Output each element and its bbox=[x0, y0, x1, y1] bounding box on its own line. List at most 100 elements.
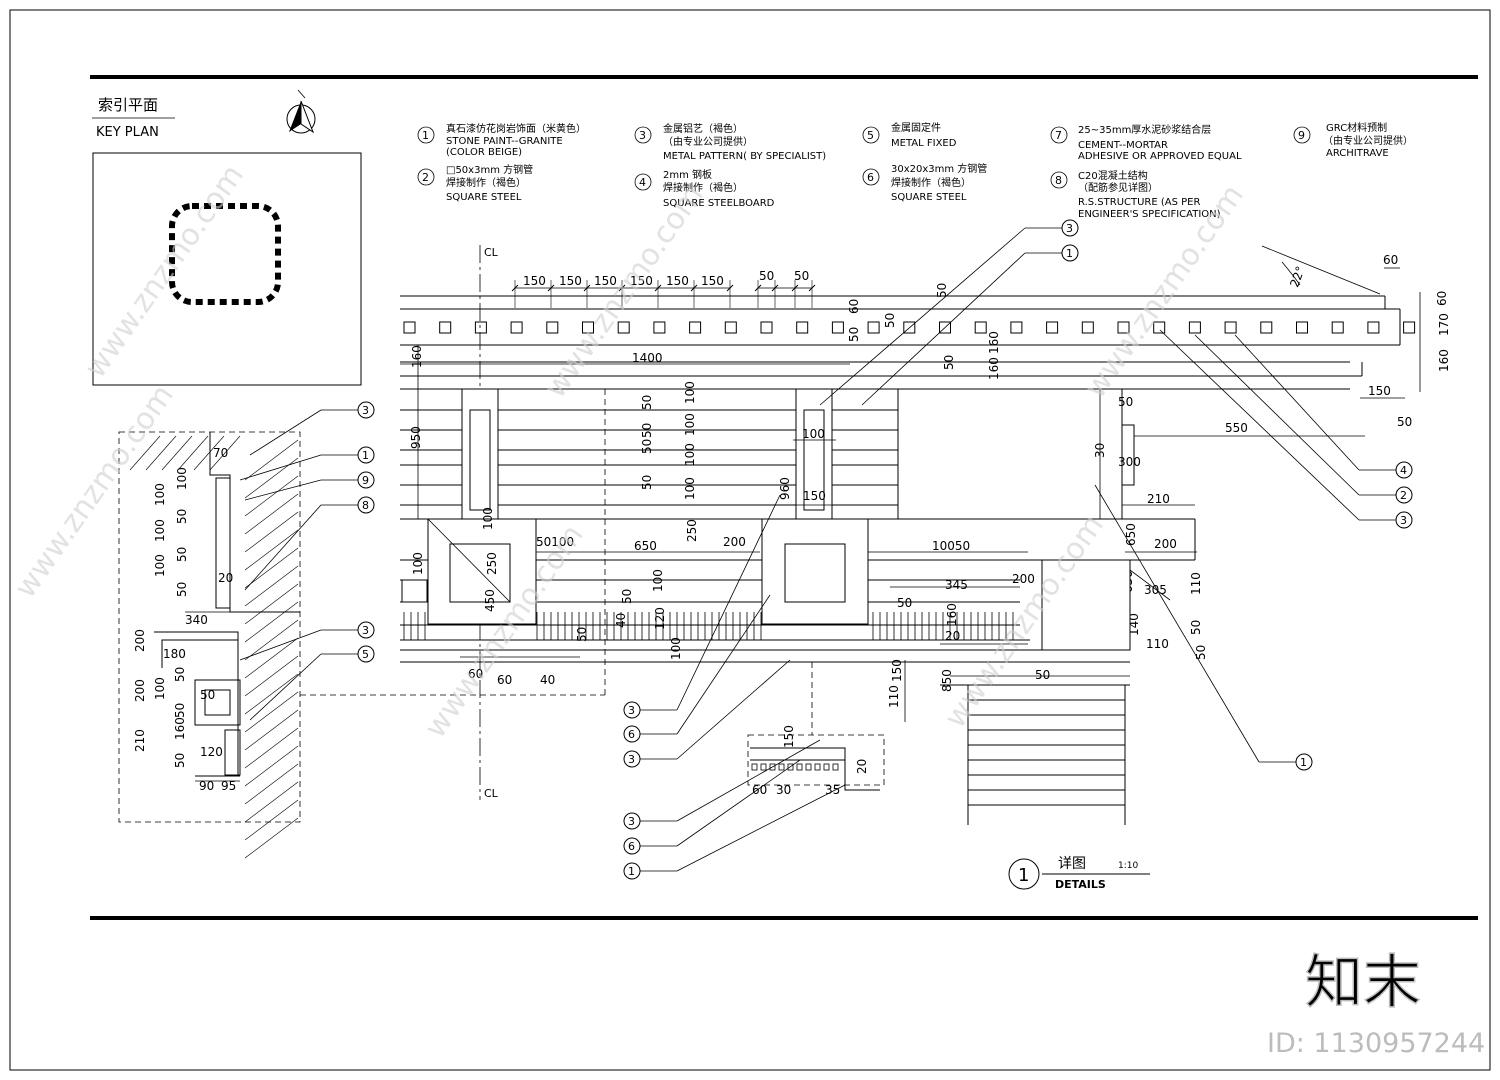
beam-hole bbox=[867, 321, 880, 334]
callout-circle bbox=[623, 701, 641, 719]
beam-hole bbox=[974, 321, 987, 334]
callout-number: 3 bbox=[628, 704, 635, 717]
svg-text:450: 450 bbox=[483, 589, 497, 612]
svg-text:50: 50 bbox=[883, 313, 897, 328]
legend-num-3: 3 bbox=[639, 129, 646, 142]
callout-number: 6 bbox=[628, 840, 635, 853]
beam-hole bbox=[653, 321, 666, 334]
sec-dim-120: 120 bbox=[200, 745, 223, 759]
svg-text:100: 100 bbox=[175, 467, 189, 490]
dim-1400: 1400 bbox=[632, 351, 663, 365]
callout-leader bbox=[244, 479, 322, 501]
callout-number: 9 bbox=[362, 474, 369, 487]
legend-1-en2: (COLOR BEIGE) bbox=[446, 147, 522, 158]
hatch-line bbox=[244, 583, 299, 625]
callout-number: 1 bbox=[1066, 247, 1073, 260]
dim-top-2: 150 bbox=[559, 274, 582, 288]
dim-right-160: 160 bbox=[1437, 349, 1451, 372]
beam-hole bbox=[546, 321, 559, 334]
callout-number: 3 bbox=[628, 815, 635, 828]
svg-text:200: 200 bbox=[1012, 572, 1035, 586]
legend-num-6: 6 bbox=[867, 171, 874, 184]
svg-text:200: 200 bbox=[723, 535, 746, 549]
svg-text:100: 100 bbox=[153, 554, 167, 577]
legend-2-en1: SQUARE STEEL bbox=[446, 192, 522, 203]
callout-leader bbox=[1094, 484, 1260, 763]
callout-circle bbox=[623, 837, 641, 855]
title-scale: 1:10 bbox=[1118, 861, 1138, 871]
legend-6-cn2: 焊接制作（褐色） bbox=[891, 176, 971, 189]
hatch-line bbox=[244, 709, 299, 751]
hatch-line bbox=[244, 601, 299, 643]
callout-leader bbox=[1159, 329, 1360, 521]
dim-top-6: 150 bbox=[701, 274, 724, 288]
svg-text:50: 50 bbox=[175, 582, 189, 597]
legend-9-cn: GRC材料预制 bbox=[1326, 121, 1387, 134]
dim-60-a: 60 bbox=[497, 673, 512, 687]
dim-top-5: 150 bbox=[666, 274, 689, 288]
svg-text:200: 200 bbox=[133, 679, 147, 702]
callout-circle bbox=[357, 471, 375, 489]
plan-detail: CL CL 150 150 150 150 150 150 50 50 60 2… bbox=[300, 245, 1451, 825]
legend-8-en1: R.S.STRUCTURE (AS PER bbox=[1078, 197, 1200, 208]
hatch-line bbox=[244, 529, 299, 571]
dim-650-left: 650 bbox=[634, 539, 657, 553]
beam-hole bbox=[1296, 321, 1308, 334]
beam-hole bbox=[617, 321, 630, 334]
beam-hole bbox=[582, 321, 594, 334]
centerline-bottom: CL bbox=[484, 787, 499, 800]
svg-text:50: 50 bbox=[640, 423, 654, 438]
legend-7-cn: 25~35mm厚水泥砂浆结合层 bbox=[1078, 123, 1211, 136]
beam-hole bbox=[1367, 321, 1380, 334]
svg-text:50: 50 bbox=[173, 703, 187, 718]
legend-3-en1: METAL PATTERN( BY SPECIALIST) bbox=[663, 151, 826, 162]
svg-text:50: 50 bbox=[640, 439, 654, 454]
beam-hole bbox=[1010, 321, 1023, 334]
legend-9-en1: ARCHITRAVE bbox=[1326, 148, 1389, 159]
key-plan-outline bbox=[169, 203, 281, 305]
small-detail: 150 60 30 35 20 bbox=[747, 725, 885, 797]
legend-num-7: 7 bbox=[1055, 129, 1062, 142]
key-plan-frame bbox=[92, 152, 362, 386]
svg-text:50: 50 bbox=[935, 283, 949, 298]
sec-dim-180: 180 bbox=[163, 647, 186, 661]
svg-text:50: 50 bbox=[175, 509, 189, 524]
svg-text:50: 50 bbox=[575, 627, 589, 642]
svg-text:www.znzmo.com: www.znzmo.com bbox=[538, 178, 711, 404]
hatch-line bbox=[244, 727, 299, 769]
svg-text:250: 250 bbox=[685, 519, 699, 542]
dim-450: 345 bbox=[945, 578, 968, 592]
svg-text:150: 150 bbox=[782, 725, 796, 748]
svg-text:50: 50 bbox=[1118, 395, 1133, 409]
callout-circle bbox=[1295, 753, 1313, 771]
svg-text:250: 250 bbox=[485, 552, 499, 575]
callout-number: 5 bbox=[362, 648, 369, 661]
svg-text:120: 120 bbox=[653, 607, 667, 630]
dim-top-8: 50 bbox=[794, 269, 809, 283]
callout-number: 2 bbox=[1400, 489, 1407, 502]
hatch-line bbox=[244, 547, 299, 589]
dim-960: 550 bbox=[1225, 421, 1248, 435]
legend-2-cn2: 焊接制作（褐色） bbox=[446, 176, 526, 189]
callout-leader bbox=[249, 653, 322, 721]
beam-hole bbox=[724, 321, 737, 334]
legend-4-cn: 2mm 钢板 bbox=[663, 168, 712, 181]
hatch-line bbox=[244, 763, 299, 805]
hatch-line bbox=[209, 435, 241, 471]
svg-text:300: 300 bbox=[1118, 455, 1141, 469]
svg-text:50: 50 bbox=[200, 688, 215, 702]
callout-leader bbox=[676, 759, 801, 847]
hatch-line bbox=[244, 781, 299, 823]
svg-text:100: 100 bbox=[683, 477, 697, 500]
sec-dim-340: 340 bbox=[185, 613, 208, 627]
small-tooth bbox=[805, 763, 812, 771]
svg-text:60: 60 bbox=[752, 783, 767, 797]
small-tooth bbox=[796, 763, 803, 771]
dim-140: 60 bbox=[468, 667, 483, 681]
beam-hole bbox=[1403, 321, 1416, 334]
svg-text:160: 160 bbox=[410, 345, 424, 368]
angle-label: 22° bbox=[1287, 264, 1307, 289]
legend-6-cn: 30x20x3mm 方钢管 bbox=[891, 162, 987, 175]
